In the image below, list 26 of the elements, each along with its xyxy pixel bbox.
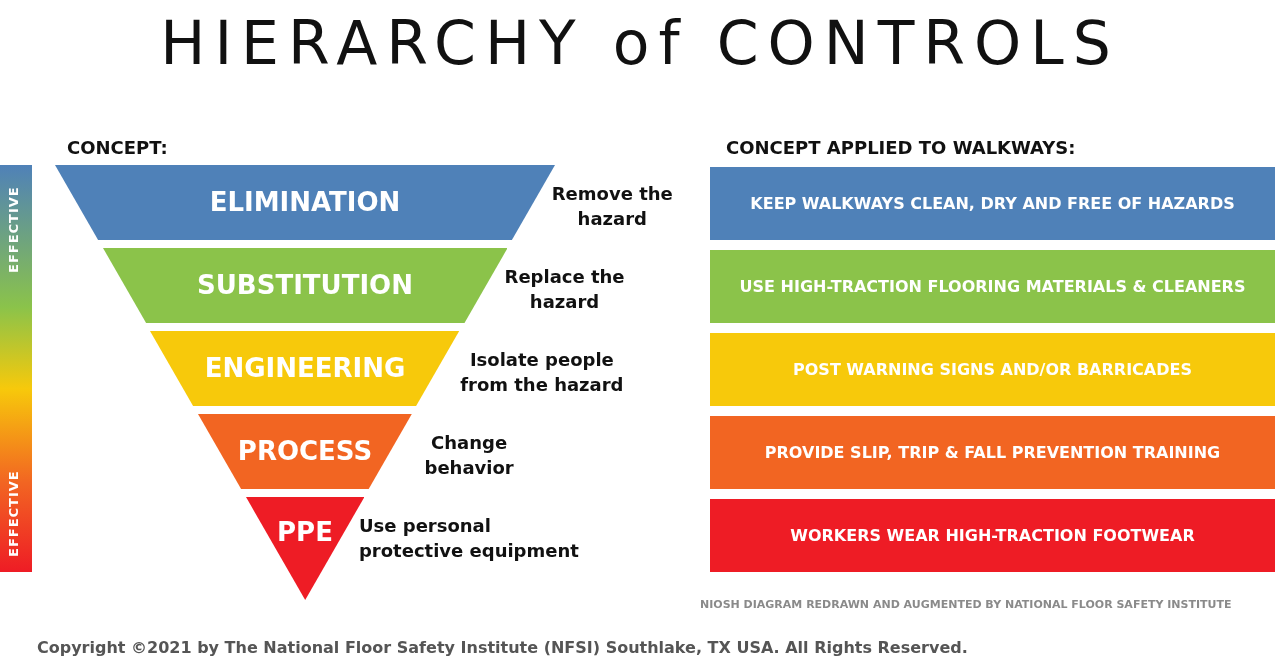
pyramid-band xyxy=(55,165,555,240)
band-title: ENGINEERING xyxy=(203,353,407,383)
action-bar: USE HIGH-TRACTION FLOORING MATERIALS & CLEANERS xyxy=(710,250,1275,323)
action-bar: KEEP WALKWAYS CLEAN, DRY AND FREE OF HAZARDS xyxy=(710,167,1275,240)
band-description: Use personal protective equipment xyxy=(358,514,580,563)
pyramid-band xyxy=(102,248,508,323)
band-title: PROCESS xyxy=(236,436,374,466)
band-title: PPE xyxy=(276,517,334,547)
pyramid-band xyxy=(150,331,460,406)
concept-heading: CONCEPT: xyxy=(67,137,168,158)
band-description: Remove the hazard xyxy=(550,182,674,231)
band-description: Replace the hazard xyxy=(503,265,626,314)
scale-label: EFFECTIVE xyxy=(6,185,21,273)
pyramid-band xyxy=(198,414,412,489)
scale-label: EFFECTIVE xyxy=(6,469,21,557)
action-bar: POST WARNING SIGNS AND/OR BARRICADES xyxy=(710,333,1275,406)
source-note: NIOSH DIAGRAM REDRAWN AND AUGMENTED BY NATIONAL FLOOR SAFETY INSTITUTE xyxy=(700,598,1233,611)
action-bar: PROVIDE SLIP, TRIP & FALL PREVENTION TRAINING xyxy=(710,416,1275,489)
copyright-note: Copyright ©2021 by The National Floor Safety Institute (NFSI) Southlake, TX USA. All Rights Reserved. xyxy=(37,638,968,657)
action-bar: WORKERS WEAR HIGH-TRACTION FOOTWEAR xyxy=(710,499,1275,572)
title-heading: HIERARCHY of CONTROLS xyxy=(159,8,1121,78)
band-title: SUBSTITUTION xyxy=(196,270,414,300)
concept-heading: CONCEPT APPLIED TO WALKWAYS: xyxy=(726,137,1076,158)
band-description: Change behavior xyxy=(423,431,515,480)
band-description: Isolate people from the hazard xyxy=(459,348,625,397)
band-title: ELIMINATION xyxy=(208,187,402,217)
